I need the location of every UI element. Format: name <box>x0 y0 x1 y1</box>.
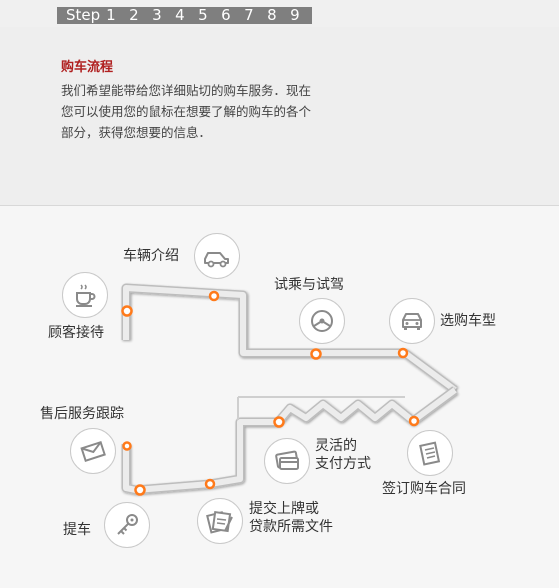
step-link-5[interactable]: 5 <box>198 7 208 24</box>
caption-contract[interactable]: 签订购车合同 <box>382 481 466 497</box>
steering-wheel-icon <box>311 310 333 332</box>
car-side-icon <box>204 252 229 268</box>
after-sales-icon-button[interactable] <box>70 428 116 474</box>
caption-after-sales[interactable]: 售后服务跟踪 <box>40 406 124 422</box>
section-divider <box>0 205 559 206</box>
step-link-7[interactable]: 7 <box>244 7 254 24</box>
contract-icon-button[interactable] <box>407 430 453 476</box>
caption-choose-model[interactable]: 选购车型 <box>440 313 496 329</box>
caption-plates-loan-line1[interactable]: 提交上牌或 <box>249 501 319 517</box>
caption-payment-line1[interactable]: 灵活的 <box>315 438 357 454</box>
reception-icon-button[interactable] <box>62 272 108 318</box>
step-label: Step <box>66 7 101 24</box>
purchase-flow-diagram: 顾客接待 车辆介绍 试乘与试驾 选购车型 <box>0 206 559 588</box>
step-marker-choose-model[interactable] <box>397 347 409 359</box>
step-marker-contract[interactable] <box>408 415 420 427</box>
pickup-icon-button[interactable] <box>104 502 150 548</box>
payment-icon-button[interactable] <box>264 438 310 484</box>
caption-payment-line2[interactable]: 支付方式 <box>315 456 371 472</box>
choose-model-icon-button[interactable] <box>389 298 435 344</box>
flow-path-graphic <box>121 283 458 496</box>
lower-flow-path <box>121 386 458 495</box>
intro-title: 购车流程 <box>61 60 114 75</box>
caption-plates-loan-line2[interactable]: 贷款所需文件 <box>249 519 333 535</box>
step-link-9[interactable]: 9 <box>290 7 300 24</box>
car-front-icon <box>402 313 422 330</box>
car-key-icon <box>117 514 138 535</box>
caption-test-drive[interactable]: 试乘与试驾 <box>274 277 344 293</box>
caption-vehicle-intro[interactable]: 车辆介绍 <box>123 248 179 264</box>
plates-loan-icon-button[interactable] <box>197 498 243 544</box>
contract-document-icon <box>419 441 441 466</box>
upper-flow-path <box>121 283 458 394</box>
step-marker-pickup[interactable] <box>134 484 146 496</box>
envelope-icon <box>80 440 106 463</box>
payment-cards-icon <box>275 450 299 470</box>
step-marker-payment[interactable] <box>273 416 285 428</box>
intro-panel <box>0 27 559 205</box>
intro-description: 我们希望能带给您详细贴切的购车服务．现在您可以使用您的鼠标在想要了解的购车的各个… <box>61 83 312 140</box>
documents-pen-icon <box>206 510 233 534</box>
caption-pickup[interactable]: 提车 <box>63 522 91 538</box>
caption-reception[interactable]: 顾客接待 <box>48 325 104 341</box>
step-marker-plates-loan[interactable] <box>204 478 216 490</box>
step-link-4[interactable]: 4 <box>175 7 185 24</box>
step-marker-vehicle-intro[interactable] <box>208 290 220 302</box>
step-link-1[interactable]: 1 <box>106 7 116 24</box>
step-marker-reception[interactable] <box>121 305 133 317</box>
step-link-3[interactable]: 3 <box>152 7 162 24</box>
step-marker-test-drive[interactable] <box>310 348 322 360</box>
coffee-cup-icon <box>76 284 96 307</box>
step-link-6[interactable]: 6 <box>221 7 231 24</box>
vehicle-intro-icon-button[interactable] <box>194 233 240 279</box>
step-link-8[interactable]: 8 <box>267 7 277 24</box>
test-drive-icon-button[interactable] <box>299 298 345 344</box>
step-marker-after-sales[interactable] <box>122 441 132 451</box>
step-link-2[interactable]: 2 <box>129 7 139 24</box>
